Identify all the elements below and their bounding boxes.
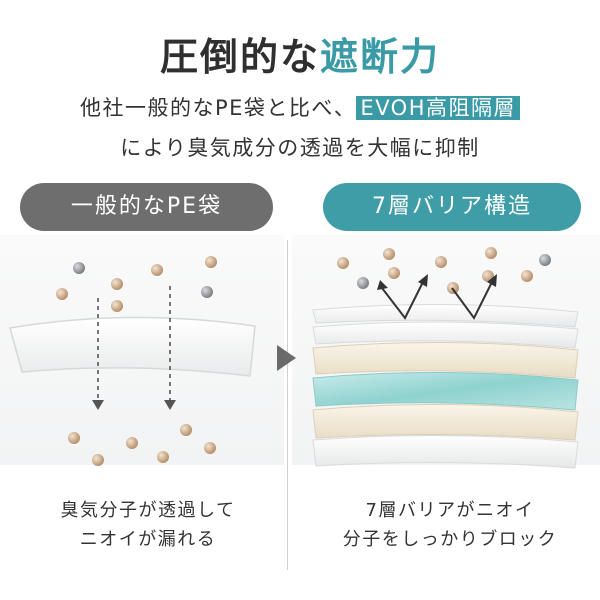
left-caption-line2: ニオイが漏れる xyxy=(79,529,217,550)
left-caption-line1: 臭気分子が透過して xyxy=(60,500,236,521)
subtitle-text: 他社一般的なPE袋と比べ、 xyxy=(79,96,357,120)
page-title: 圧倒的な遮断力 xyxy=(0,26,600,81)
deflect-arrow-icon xyxy=(451,274,497,320)
barrier-layers xyxy=(312,303,579,469)
left-label-pill: 一般的なPE袋 xyxy=(20,183,273,231)
right-molecules xyxy=(337,247,551,294)
left-molecules-bottom xyxy=(68,424,216,466)
title-accent: 遮断力 xyxy=(320,35,441,79)
arrow-down-icon xyxy=(92,298,104,410)
right-caption: 7層バリアがニオイ 分子をしっかりブロック xyxy=(305,496,595,554)
layer-6 xyxy=(312,403,579,441)
layer-4 xyxy=(312,341,579,379)
left-molecules-top xyxy=(56,256,217,312)
deflect-arrow-icon xyxy=(377,274,428,320)
left-caption: 臭気分子が透過して ニオイが漏れる xyxy=(20,496,276,554)
subtitle-line2: により臭気成分の透過を大幅に抑制 xyxy=(120,136,480,160)
arrow-down-icon xyxy=(164,286,176,410)
panel-divider xyxy=(287,240,288,570)
arrow-right-icon xyxy=(277,345,296,371)
subtitle-line1: 他社一般的なPE袋と比べ、EVOH高阻隔層 xyxy=(0,92,600,122)
layer-5 xyxy=(312,371,579,411)
right-caption-line2: 分子をしっかりブロック xyxy=(342,529,558,550)
layer-7 xyxy=(312,434,579,469)
right-label-pill: 7層バリア構造 xyxy=(323,183,581,231)
right-caption-line1: 7層バリアがニオイ xyxy=(365,500,535,521)
pe-film xyxy=(9,316,256,377)
subtitle-highlight: EVOH高阻隔層 xyxy=(356,96,521,120)
layer-3 xyxy=(312,321,579,349)
title-main: 圧倒的な xyxy=(159,35,320,79)
layer-2 xyxy=(312,303,579,328)
